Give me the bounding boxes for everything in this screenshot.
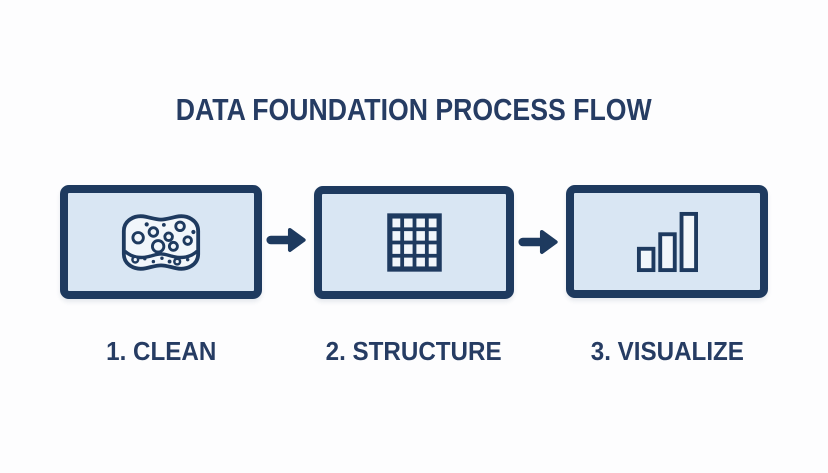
diagram-title-text: DATA FOUNDATION PROCESS FLOW bbox=[176, 92, 652, 127]
process-box-clean bbox=[60, 185, 262, 299]
process-box-structure bbox=[314, 186, 514, 299]
diagram-title: DATA FOUNDATION PROCESS FLOW bbox=[0, 94, 828, 125]
arrow-right-icon bbox=[266, 228, 306, 252]
connector-2 bbox=[517, 225, 561, 259]
arrow-right-icon bbox=[518, 230, 558, 254]
bar-chart-icon bbox=[636, 211, 698, 272]
step-label-clean: 1. CLEAN bbox=[41, 337, 281, 366]
step-label-structure-text: 2. STRUCTURE bbox=[325, 336, 503, 366]
step-label-structure: 2. STRUCTURE bbox=[294, 337, 534, 366]
connector-1 bbox=[265, 223, 309, 257]
process-box-visualize bbox=[566, 185, 768, 298]
sponge-icon bbox=[121, 213, 201, 271]
step-label-visualize: 3. VISUALIZE bbox=[547, 337, 787, 366]
step-label-visualize-text: 3. VISUALIZE bbox=[590, 336, 744, 366]
step-label-clean-text: 1. CLEAN bbox=[105, 336, 217, 366]
table-grid-icon bbox=[386, 213, 442, 272]
